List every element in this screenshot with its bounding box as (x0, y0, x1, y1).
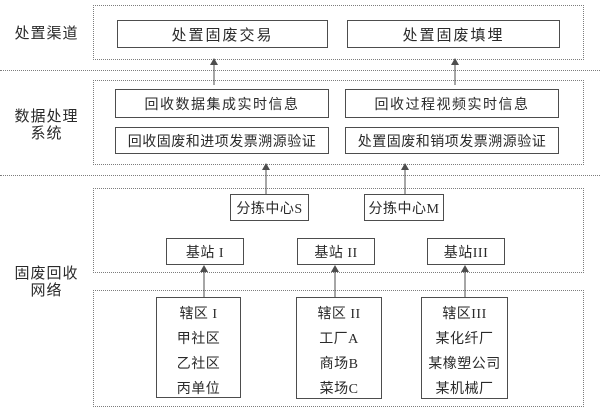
up-arrow-icon (330, 265, 340, 297)
separator-top (0, 70, 600, 71)
district-3-item: 某化纤厂 (435, 332, 494, 347)
box-sorting-center-s: 分拣中心S (230, 194, 309, 221)
district-3-item: 某机械厂 (435, 382, 494, 397)
district-2-item: 菜场C (319, 382, 359, 397)
box-district-1: 辖区 I 甲社区 乙社区 丙单位 (156, 297, 241, 398)
side-label-data-processing-line1: 数据处理 (14, 109, 79, 125)
side-label-recycling-network-line2: 网络 (30, 283, 63, 299)
box-recycle-data-realtime: 回收数据集成实时信息 (115, 89, 329, 118)
separator-middle (0, 175, 600, 176)
side-label-data-processing-line2: 系统 (30, 126, 63, 142)
district-1-item: 甲社区 (176, 332, 221, 347)
box-sorting-center-m: 分拣中心M (364, 194, 444, 221)
box-recycle-invoice-trace: 回收固废和进项发票溯源验证 (115, 127, 329, 154)
side-label-recycling-network: 固废回收 网络 (0, 266, 93, 300)
side-label-disposal-channel: 处置渠道 (14, 26, 79, 42)
up-arrow-icon (400, 163, 410, 195)
box-base-station-2: 基站 II (297, 238, 375, 265)
district-2-item: 工厂A (319, 332, 359, 347)
up-arrow-icon (450, 58, 460, 85)
side-label-recycling-network-line1: 固废回收 (14, 266, 79, 282)
up-arrow-icon (460, 265, 470, 297)
box-district-2: 辖区 II 工厂A 商场B 菜场C (296, 297, 382, 399)
box-base-station-3: 基站III (427, 238, 505, 265)
up-arrow-icon (261, 163, 271, 195)
district-3-item: 某橡塑公司 (428, 357, 501, 372)
disposal-channel-section-frame (93, 5, 584, 60)
district-1-item: 乙社区 (176, 357, 221, 372)
up-arrow-icon (209, 58, 219, 85)
district-1-title: 辖区 I (179, 307, 218, 322)
side-label-data-processing: 数据处理 系统 (0, 109, 93, 143)
district-3-title: 辖区III (442, 307, 487, 322)
box-base-station-1: 基站 I (166, 238, 244, 265)
data-processing-section-frame (93, 80, 584, 165)
district-2-title: 辖区 II (317, 307, 361, 322)
up-arrow-icon (199, 265, 209, 297)
box-recycle-video-realtime: 回收过程视频实时信息 (345, 89, 559, 118)
box-district-3: 辖区III 某化纤厂 某橡塑公司 某机械厂 (421, 297, 508, 399)
district-2-item: 商场B (319, 357, 359, 372)
district-1-item: 丙单位 (176, 382, 221, 397)
box-disposal-landfill: 处置固废填埋 (347, 20, 560, 48)
box-disposal-trade: 处置固废交易 (117, 20, 328, 48)
box-disposal-invoice-trace: 处置固废和销项发票溯源验证 (345, 127, 559, 154)
